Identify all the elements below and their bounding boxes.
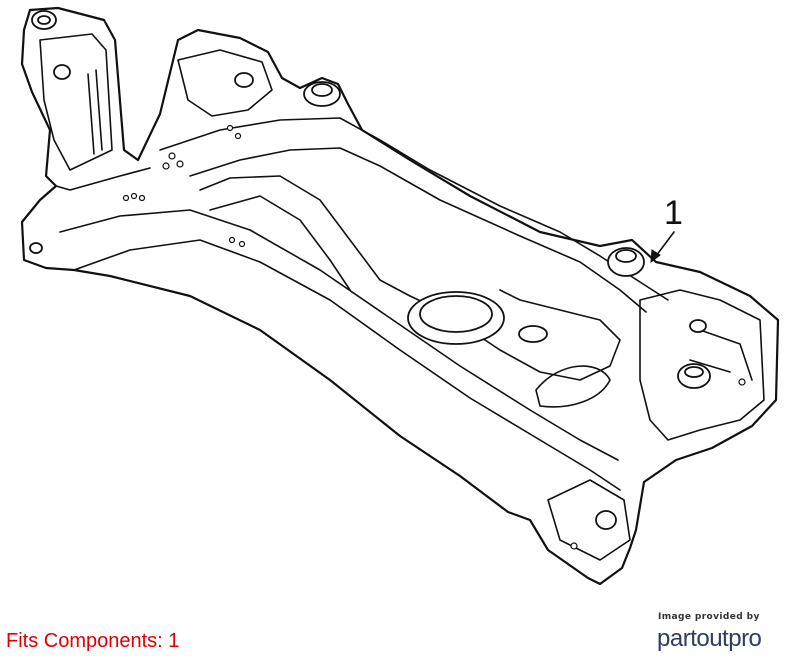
callout-arrow bbox=[650, 231, 675, 264]
center-recess bbox=[199, 175, 621, 381]
mount-hole-right bbox=[689, 319, 707, 333]
bushing-front-right bbox=[677, 363, 711, 389]
rear-rail bbox=[159, 117, 669, 301]
recess-wall bbox=[209, 195, 351, 291]
subframe-outline bbox=[20, 6, 780, 586]
rear-rail-inner bbox=[189, 147, 647, 313]
front-rail-inner bbox=[59, 209, 619, 461]
partoutpro-logo: partoutpro bbox=[657, 625, 762, 652]
credit-label: Image provided by bbox=[658, 612, 760, 622]
right-bracket-rib bbox=[689, 329, 753, 381]
image-credit: Image provided by partoutpro bbox=[656, 612, 792, 655]
mount-hole-rear bbox=[234, 72, 254, 88]
left-bracket-rib bbox=[87, 69, 103, 155]
left-bracket bbox=[39, 33, 113, 171]
right-bracket bbox=[639, 289, 765, 441]
recess-floor bbox=[535, 365, 611, 408]
mount-hole-slot bbox=[518, 325, 548, 343]
left-bracket-lower bbox=[55, 167, 151, 191]
mount-hole-front bbox=[595, 510, 617, 530]
part-callout-number: 1 bbox=[664, 194, 683, 232]
mount-hole-left bbox=[53, 64, 71, 80]
locating-holes bbox=[122, 124, 746, 550]
bushing-top-left bbox=[31, 10, 57, 30]
mount-hole-front-left bbox=[29, 242, 43, 254]
bushing-rear-right bbox=[607, 247, 645, 277]
bushing-rear-center bbox=[303, 81, 341, 107]
svg-text:partoutpro: partoutpro bbox=[657, 625, 762, 652]
fits-components-caption: Fits Components: 1 bbox=[6, 630, 180, 652]
steering-column-opening bbox=[407, 291, 505, 345]
rear-left-mount bbox=[177, 49, 273, 117]
front-right-mount bbox=[547, 479, 631, 561]
front-rail bbox=[73, 239, 621, 491]
